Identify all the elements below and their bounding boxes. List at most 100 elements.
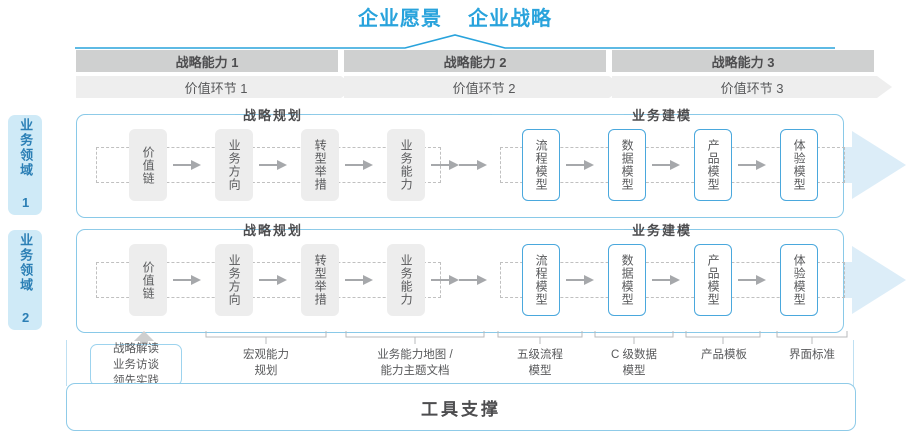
flow-arrow-row1-6 <box>652 160 680 170</box>
node-label: 产品模型 <box>706 254 721 306</box>
bottom-label-line-2: 规划 <box>254 364 278 377</box>
dashed-group-row1-right <box>500 147 845 183</box>
flow-arrow-row2-2 <box>259 275 287 285</box>
header-titles: 企业愿景 企业战略 <box>0 4 910 34</box>
node-label: 转型举措 <box>313 254 328 306</box>
node-row2-3[interactable]: 转型举措 <box>301 244 339 316</box>
flow-arrow-row1-3 <box>345 160 373 170</box>
tool-support-box-text: 战略解读 业务访谈 领先实践 <box>113 341 159 389</box>
bottom-label-1: 宏观能力规划 <box>205 348 327 379</box>
flow-arrow-row1-4 <box>431 160 459 170</box>
section-rule-right <box>700 113 833 115</box>
section-rule-left <box>88 228 235 230</box>
node-row2-6[interactable]: 数据模型 <box>608 244 646 316</box>
bottom-label-6: 界面标准 <box>766 348 858 364</box>
node-row1-6[interactable]: 数据模型 <box>608 129 646 201</box>
strategic-capability-3[interactable]: 战略能力 3 <box>612 50 874 72</box>
bracket-connector-2 <box>345 331 485 344</box>
enterprise-strategy-title: 企业战略 <box>468 8 552 30</box>
flow-arrow-row1-5 <box>566 160 594 170</box>
left-divider <box>66 340 67 386</box>
node-row2-2[interactable]: 业务方向 <box>215 244 253 316</box>
node-label: 业务能力 <box>399 139 414 191</box>
node-row2-4[interactable]: 业务能力 <box>387 244 425 316</box>
business-domain-label-2: 业务领域 2 <box>18 233 34 327</box>
node-row1-1[interactable]: 价值链 <box>129 129 167 201</box>
section-rule-left <box>88 113 235 115</box>
flow-arrow-row1-mid <box>459 160 487 170</box>
bottom-label-5: 产品模板 <box>678 348 770 364</box>
node-label: 业务方向 <box>227 254 242 306</box>
node-row2-1[interactable]: 价值链 <box>129 244 167 316</box>
value-segment-band: 价值环节 1 价值环节 2 价值环节 3 <box>76 76 910 98</box>
business-domain-tab-1[interactable]: 业务领域 1 <box>8 115 42 215</box>
bracket-connector-6 <box>776 331 848 344</box>
section-title: 业务建模 <box>632 107 693 123</box>
section-rule-right <box>700 228 833 230</box>
node-row1-3[interactable]: 转型举措 <box>301 129 339 201</box>
node-label: 流程模型 <box>534 139 549 191</box>
section-rule-right <box>311 228 459 230</box>
node-label: 价值链 <box>141 145 156 185</box>
bottom-label-4: C 级数据模型 <box>588 348 680 379</box>
node-label: 产品模型 <box>706 139 721 191</box>
node-label: 价值链 <box>141 260 156 300</box>
tool-line-1: 战略解读 <box>113 342 159 355</box>
bracket-connector-1 <box>205 331 327 344</box>
node-row2-5[interactable]: 流程模型 <box>522 244 560 316</box>
business-domain-label-1: 业务领域 1 <box>18 118 34 212</box>
node-row2-8[interactable]: 体验模型 <box>780 244 818 316</box>
value-segment-1[interactable]: 价值环节 1 <box>76 76 356 98</box>
peak-connector-line <box>75 34 835 49</box>
bottom-label-line-1: 界面标准 <box>789 349 835 361</box>
bottom-label-2: 业务能力地图 / 能力主题文档 <box>340 348 490 379</box>
node-label: 转型举措 <box>313 139 328 191</box>
strategic-capability-1[interactable]: 战略能力 1 <box>76 50 338 72</box>
business-domain-tab-2[interactable]: 业务领域 2 <box>8 230 42 330</box>
node-label: 数据模型 <box>620 139 635 191</box>
strategic-capability-2[interactable]: 战略能力 2 <box>344 50 606 72</box>
strategic-capability-band: 战略能力 1 战略能力 2 战略能力 3 <box>76 50 910 72</box>
bottom-label-line-2: 模型 <box>528 364 552 377</box>
tool-support-box-strategy[interactable]: 战略解读 业务访谈 领先实践 <box>90 341 182 389</box>
node-label: 业务能力 <box>399 254 414 306</box>
flow-arrow-row2-6 <box>652 275 680 285</box>
node-label: 流程模型 <box>534 254 549 306</box>
flow-arrow-row1-1 <box>173 160 201 170</box>
flow-arrow-row2-mid <box>459 275 487 285</box>
section-title: 战略规划 <box>243 222 304 238</box>
section-header-row1-planning: 战略规划 <box>88 107 459 123</box>
bottom-label-line-1: 宏观能力 <box>243 349 289 361</box>
node-row1-2[interactable]: 业务方向 <box>215 129 253 201</box>
value-segment-2[interactable]: 价值环节 2 <box>344 76 624 98</box>
node-row2-7[interactable]: 产品模型 <box>694 244 732 316</box>
section-rule-left <box>492 228 624 230</box>
flow-arrow-row2-4 <box>431 275 459 285</box>
tool-line-2: 业务访谈 <box>113 358 159 371</box>
bottom-label-3: 五级流程模型 <box>492 348 588 379</box>
node-row1-7[interactable]: 产品模型 <box>694 129 732 201</box>
node-label: 体验模型 <box>792 139 807 191</box>
node-row1-8[interactable]: 体验模型 <box>780 129 818 201</box>
dashed-group-row2-right <box>500 262 845 298</box>
flow-arrow-row2-3 <box>345 275 373 285</box>
bottom-label-line-1: 业务能力地图 / <box>377 349 453 361</box>
flow-arrow-row1-2 <box>259 160 287 170</box>
section-header-row1-modeling: 业务建模 <box>492 107 833 123</box>
section-title: 业务建模 <box>632 222 693 238</box>
bracket-connector-3 <box>497 331 583 344</box>
section-rule-right <box>311 113 459 115</box>
node-label: 业务方向 <box>227 139 242 191</box>
section-header-row2-planning: 战略规划 <box>88 222 459 238</box>
enterprise-vision-title: 企业愿景 <box>358 8 442 30</box>
node-row1-4[interactable]: 业务能力 <box>387 129 425 201</box>
flow-arrow-row1-7 <box>738 160 766 170</box>
bottom-label-line-2: 模型 <box>622 364 646 377</box>
section-header-row2-modeling: 业务建模 <box>492 222 833 238</box>
bracket-connector-5 <box>685 331 761 344</box>
bottom-label-line-2: 能力主题文档 <box>380 364 450 377</box>
node-row1-5[interactable]: 流程模型 <box>522 129 560 201</box>
flow-arrow-row2-7 <box>738 275 766 285</box>
value-segment-3[interactable]: 价值环节 3 <box>612 76 892 98</box>
